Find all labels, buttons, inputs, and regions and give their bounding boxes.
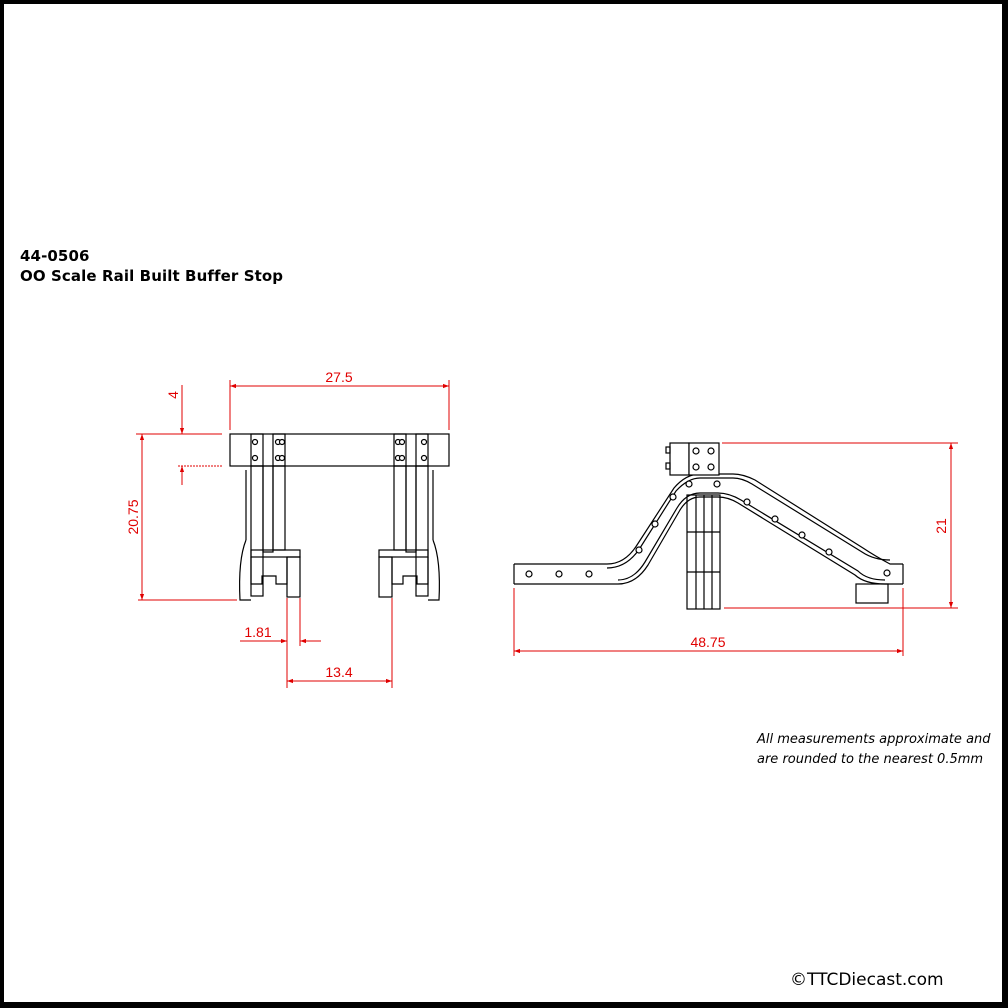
product-name: OO Scale Rail Built Buffer Stop: [20, 267, 284, 285]
note-line-1: All measurements approximate and: [757, 732, 991, 747]
dim-gauge: 13.4: [325, 664, 352, 680]
dim-beam-height: 4: [165, 391, 181, 399]
dim-overall-width: 27.5: [325, 369, 352, 385]
copyright-text: ©TTCDiecast.com: [790, 970, 944, 990]
dim-rail-width: 1.81: [244, 624, 271, 640]
dim-overall-length: 48.75: [690, 634, 725, 650]
measurement-note: All measurements approximate and are rou…: [757, 730, 991, 770]
front-view-dimensions: [136, 380, 450, 688]
side-view-dimensions: [513, 442, 958, 656]
dim-side-height: 21: [933, 518, 949, 534]
title-block: 44-0506 OO Scale Rail Built Buffer Stop: [20, 246, 283, 286]
side-view: [513, 442, 904, 610]
note-line-2: are rounded to the nearest 0.5mm: [757, 752, 984, 767]
product-code: 44-0506: [20, 247, 90, 265]
dim-overall-height: 20.75: [125, 499, 141, 534]
drawing-sheet: [4, 4, 1002, 1002]
front-view: [229, 433, 450, 601]
